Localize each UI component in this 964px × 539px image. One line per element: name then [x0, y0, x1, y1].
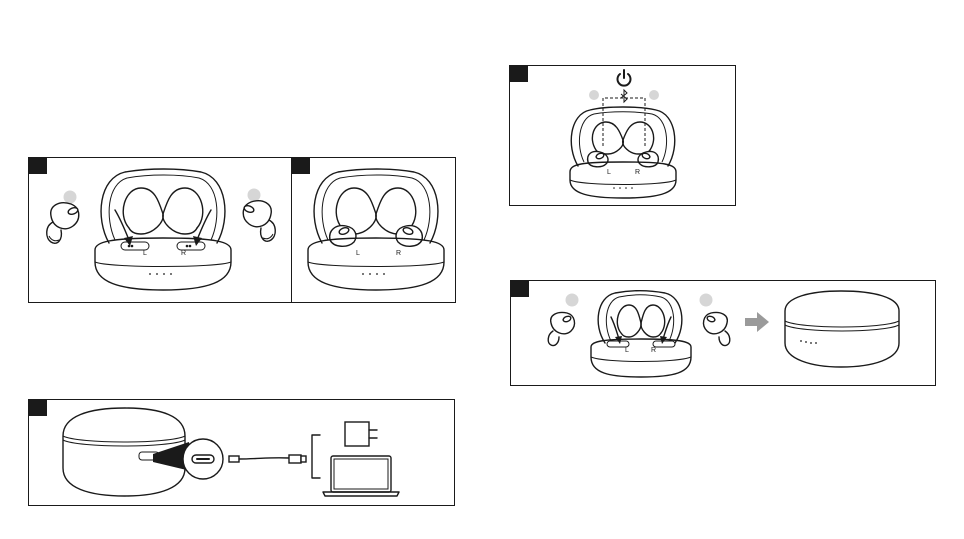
usb-cable	[229, 455, 306, 463]
right-slot-label: R	[396, 250, 401, 257]
illustration-placed: L R	[292, 158, 457, 304]
indicator-dot-right	[248, 189, 261, 202]
charging-case-open: L R	[95, 169, 231, 290]
left-slot-label: L	[143, 250, 147, 257]
left-slot-label: L	[607, 169, 611, 176]
indicator-dot-right	[700, 294, 713, 307]
panel-store-close: L R	[510, 280, 936, 386]
left-slot-label: L	[356, 250, 360, 257]
wall-charger-icon	[345, 422, 377, 446]
bluetooth-icon	[621, 90, 627, 102]
power-icon	[618, 70, 631, 86]
indicator-dot-right	[649, 90, 659, 100]
arrow-right-icon	[745, 312, 769, 332]
right-earbud	[704, 312, 730, 345]
charging-case-open: L R	[591, 291, 691, 377]
illustration-insert: L R	[29, 158, 293, 304]
right-slot-label: R	[651, 347, 656, 354]
illustration-pairing: L R	[510, 66, 737, 207]
right-slot-label: R	[181, 250, 186, 257]
left-slot-label: L	[625, 347, 629, 354]
illustration-store: L R	[511, 281, 937, 387]
illustration-charging	[29, 400, 456, 507]
panel-charging	[28, 399, 455, 506]
panel-earbuds-placed: L R	[291, 157, 456, 303]
indicator-dot-left	[566, 294, 579, 307]
panel-insert-earbuds: L R	[28, 157, 292, 303]
laptop-icon	[323, 456, 399, 496]
indicator-dot-left	[64, 191, 77, 204]
left-earbud	[548, 312, 574, 345]
left-earbud	[47, 203, 79, 244]
charging-case-closed	[785, 291, 899, 367]
indicator-dot-left	[589, 90, 599, 100]
panel-power-pairing: L R	[509, 65, 736, 206]
right-slot-label: R	[635, 169, 640, 176]
right-earbud	[243, 201, 275, 242]
